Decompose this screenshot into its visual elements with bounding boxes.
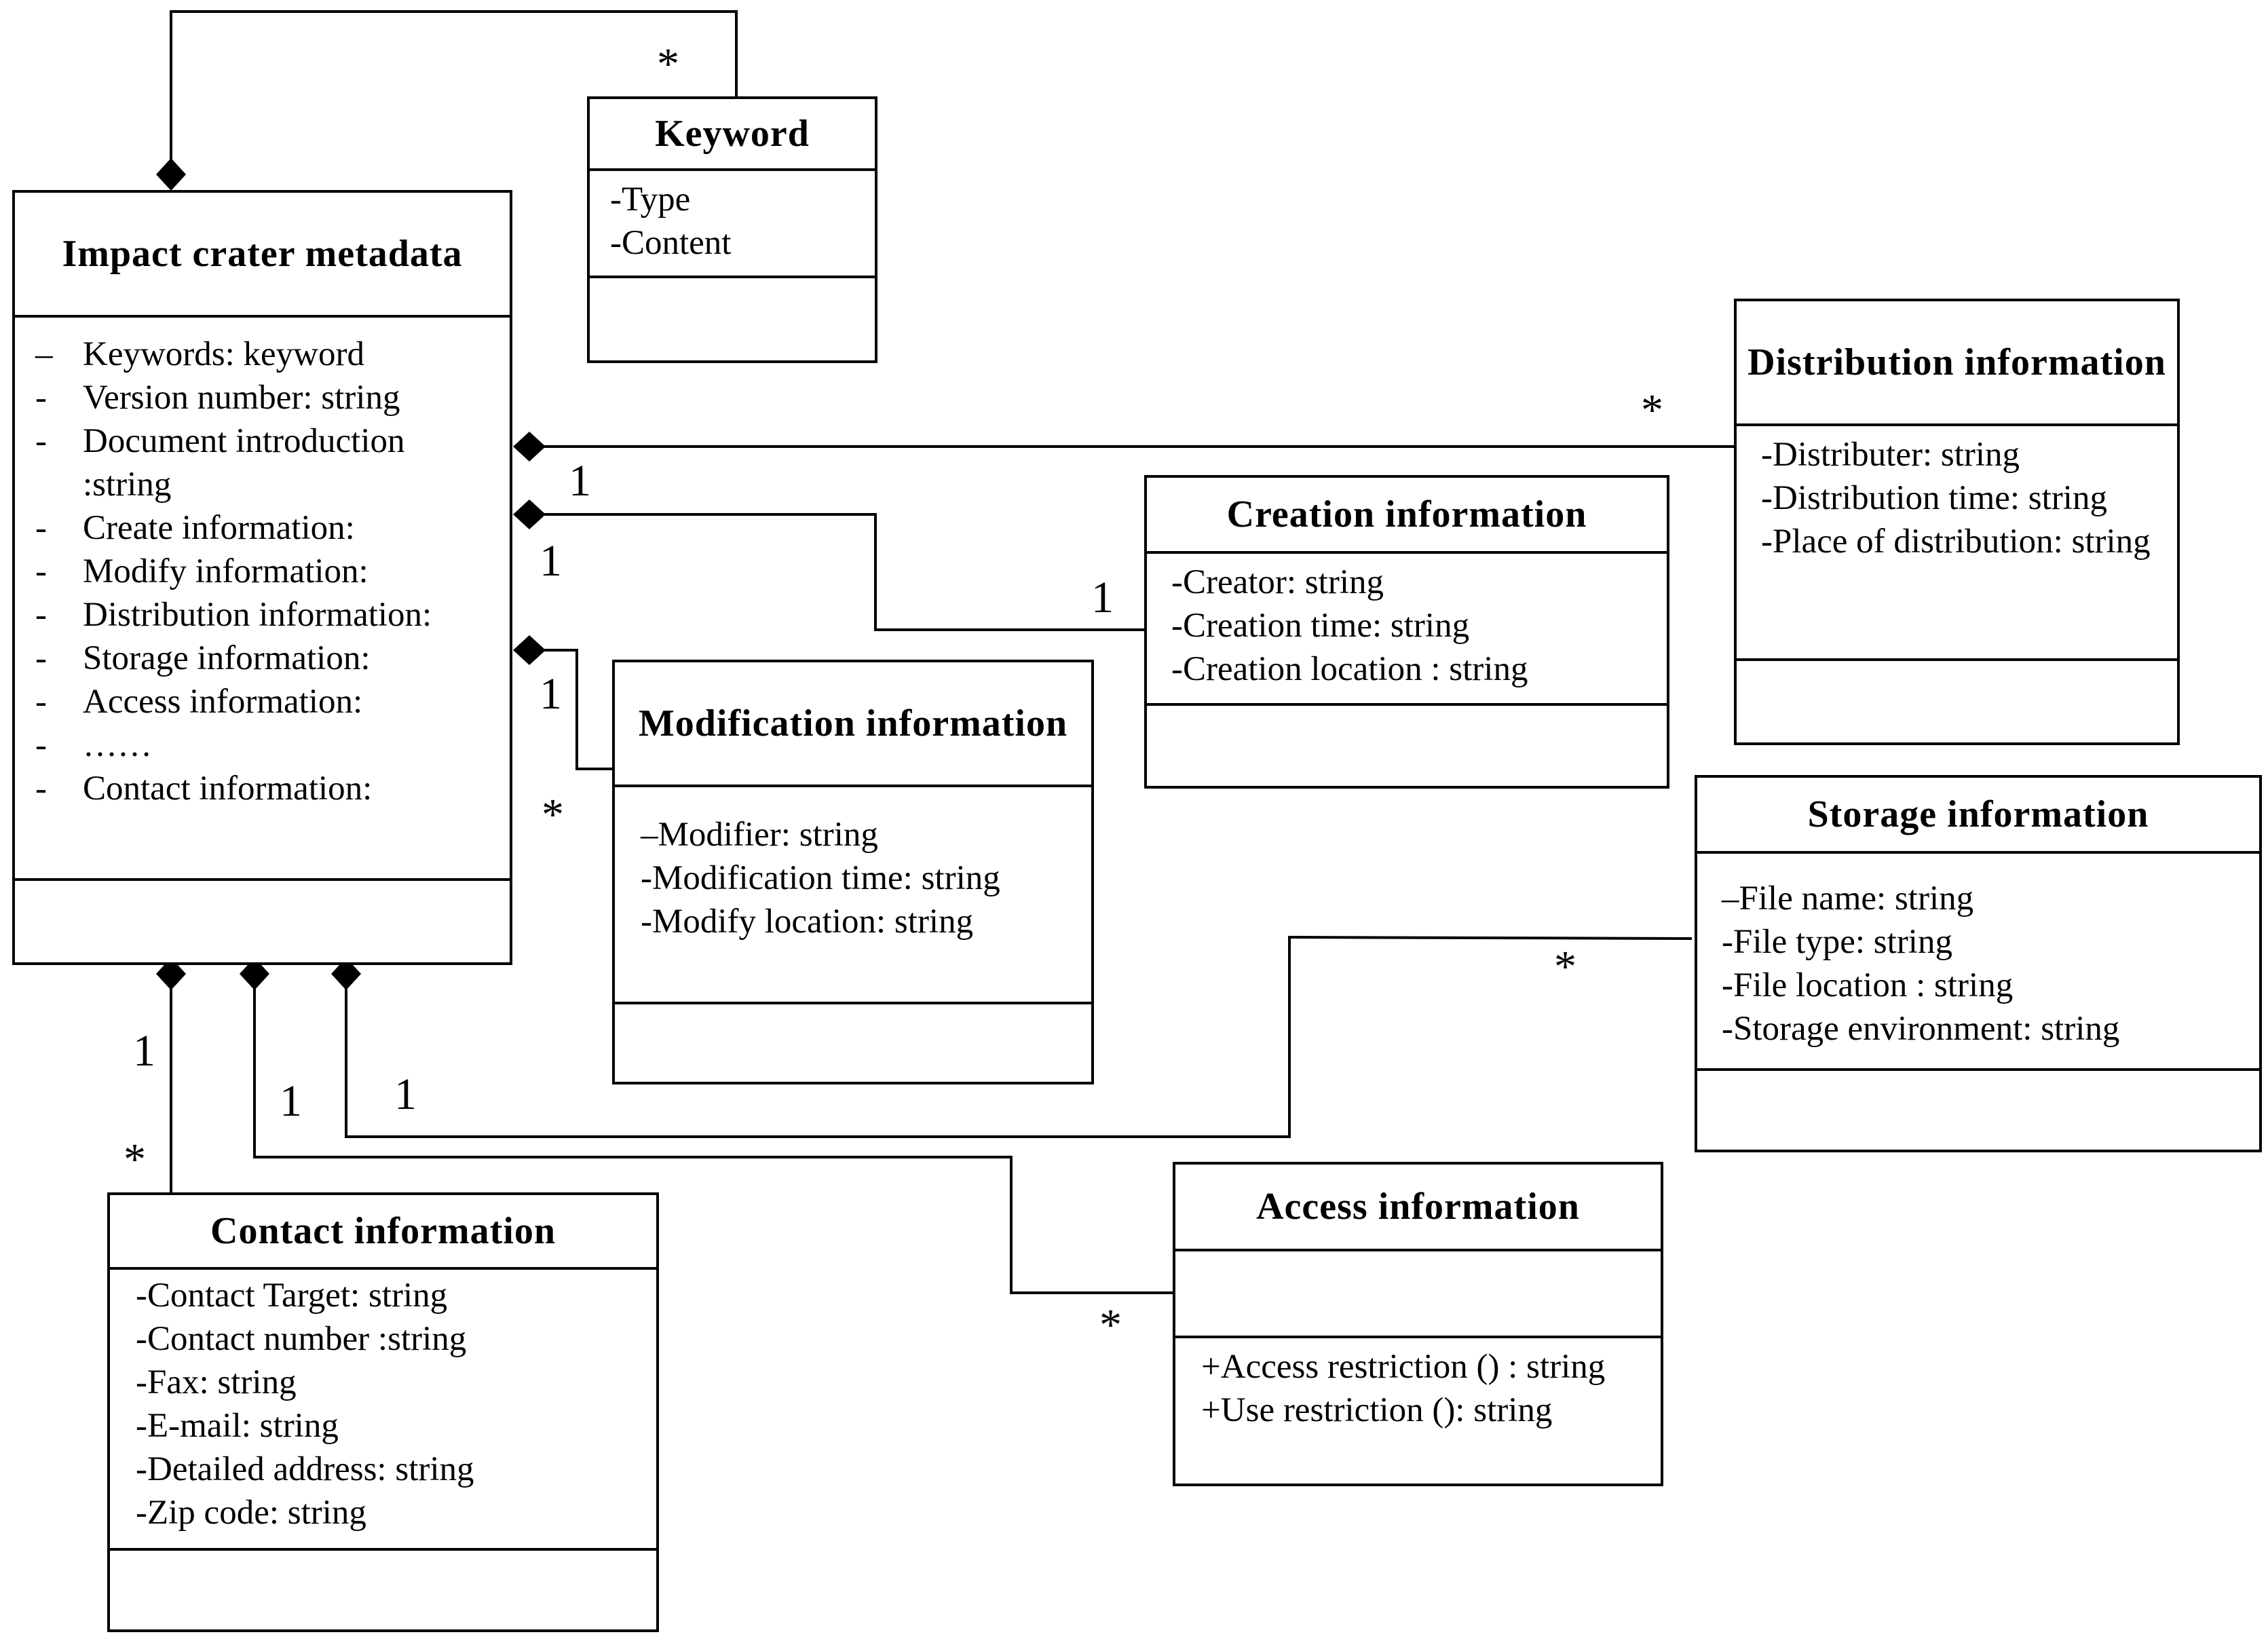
attribute: -Version number: string — [35, 379, 400, 417]
diamond-access — [240, 958, 269, 990]
class-name: Modification information — [615, 662, 1091, 787]
attribute-section: –File name: string -File type: string -F… — [1697, 854, 2259, 1071]
operation: +Use restriction (): string — [1201, 1391, 1553, 1429]
attribute: -Fax: string — [136, 1363, 297, 1401]
class-contact-information: Contact information -Contact Target: str… — [107, 1192, 659, 1632]
attribute-section: -Creator: string -Creation time: string … — [1147, 554, 1667, 706]
attribute: -Storage environment: string — [1722, 1010, 2120, 1048]
attribute-section: -Type -Content — [590, 171, 875, 278]
attribute-section: –Modifier: string -Modification time: st… — [615, 787, 1091, 1004]
class-distribution-information: Distribution information -Distributer: s… — [1734, 299, 2180, 745]
attribute: -Access information: — [35, 683, 363, 721]
operation: +Access restriction () : string — [1201, 1348, 1606, 1386]
class-name: Storage information — [1697, 778, 2259, 854]
diamond-creation — [513, 499, 546, 529]
attribute: -Modify information: — [35, 552, 368, 590]
class-impact-crater-metadata: Impact crater metadata –Keywords: keywor… — [12, 190, 512, 965]
attribute: -Detailed address: string — [136, 1450, 474, 1488]
diamond-modification — [513, 635, 546, 665]
multiplicity-label: 1 — [394, 1070, 417, 1119]
access-association — [253, 971, 1173, 1294]
attribute: -File type: string — [1722, 923, 1952, 961]
attribute: –Modifier: string — [641, 816, 878, 854]
operation-section — [615, 1004, 1091, 1015]
attribute: -Place of distribution: string — [1761, 523, 2151, 561]
attribute: -…… — [35, 726, 152, 764]
keyword-association — [170, 10, 738, 172]
multiplicity-label: * — [1099, 1300, 1122, 1350]
multiplicity-label: * — [657, 39, 679, 89]
operation-section — [15, 881, 510, 892]
operation-section — [590, 278, 875, 289]
attribute: -Zip code: string — [136, 1494, 366, 1532]
attribute-section — [1175, 1251, 1661, 1338]
operation-section — [1147, 706, 1667, 717]
attribute: -E-mail: string — [136, 1407, 339, 1445]
multiplicity-label: * — [542, 790, 564, 839]
multiplicity-label: 1 — [540, 536, 562, 586]
attribute: -File location : string — [1722, 966, 2014, 1004]
attribute: -Storage information: — [35, 639, 371, 677]
attribute: -Create information: — [35, 509, 355, 547]
attribute: -Content — [610, 224, 732, 262]
diamond-distribution — [513, 432, 546, 461]
class-name: Keyword — [590, 99, 875, 171]
diamond-storage — [331, 958, 361, 990]
creation-association — [543, 513, 1147, 631]
attribute: -Modification time: string — [641, 859, 1000, 897]
attribute-section: -Contact Target: string -Contact number … — [110, 1270, 656, 1551]
multiplicity-label: * — [1554, 942, 1576, 992]
attribute: -Distribution information: — [35, 596, 432, 634]
operation-section — [1737, 661, 2177, 672]
attribute-section: -Distributer: string -Distribution time:… — [1737, 426, 2177, 661]
class-name: Impact crater metadata — [15, 193, 510, 318]
multiplicity-label: * — [1641, 385, 1663, 435]
operation-section: +Access restriction () : string +Use res… — [1175, 1338, 1661, 1432]
storage-association — [345, 935, 1693, 1138]
attribute: -Contact information: — [35, 770, 373, 808]
attribute: -Creation time: string — [1171, 607, 1470, 645]
attribute: -Distribution time: string — [1761, 479, 2107, 517]
operation-section — [1697, 1071, 2259, 1082]
attribute: –Keywords: keyword — [35, 335, 364, 373]
attribute: -Contact number :string — [136, 1320, 467, 1358]
class-name: Contact information — [110, 1195, 656, 1270]
attribute: –File name: string — [1722, 880, 1974, 918]
class-name: Creation information — [1147, 478, 1667, 554]
class-modification-information: Modification information –Modifier: stri… — [612, 660, 1094, 1084]
multiplicity-label: 1 — [280, 1076, 302, 1126]
attribute: -Creator: string — [1171, 563, 1384, 601]
class-creation-information: Creation information -Creator: string -C… — [1144, 475, 1669, 789]
diamond-contact — [156, 958, 186, 990]
attribute: -Distributer: string — [1761, 436, 2020, 474]
class-keyword: Keyword -Type -Content — [587, 96, 877, 363]
attribute: -Contact Target: string — [136, 1277, 448, 1315]
attribute: -Modify location: string — [641, 903, 974, 941]
class-name: Access information — [1175, 1165, 1661, 1251]
class-name: Distribution information — [1737, 301, 2177, 426]
class-access-information: Access information +Access restriction (… — [1173, 1162, 1663, 1486]
diamond-keyword — [156, 158, 186, 191]
attribute: -Type — [610, 181, 691, 219]
multiplicity-label: 1 — [1091, 573, 1114, 622]
attribute: -Creation location : string — [1171, 650, 1528, 688]
class-storage-information: Storage information –File name: string -… — [1695, 775, 2262, 1152]
multiplicity-label: 1 — [569, 456, 591, 506]
multiplicity-label: * — [124, 1135, 146, 1184]
attribute-section: –Keywords: keyword -Version number: stri… — [15, 318, 510, 881]
attribute: -Document introduction :string — [35, 422, 405, 504]
multiplicity-label: 1 — [540, 669, 562, 719]
modification-association — [543, 649, 612, 770]
operation-section — [110, 1551, 656, 1562]
multiplicity-label: 1 — [133, 1026, 155, 1076]
